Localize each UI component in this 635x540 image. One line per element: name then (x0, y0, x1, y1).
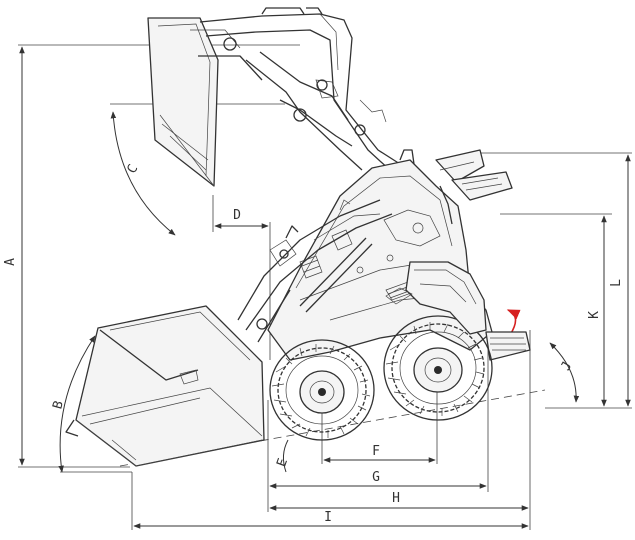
rear-wheel (383, 315, 493, 421)
dim-label-f: F (372, 444, 380, 459)
raised-bucket (147, 17, 263, 187)
dim-j-arc (549, 342, 580, 403)
dim-label-d: D (233, 208, 241, 223)
dim-e-arc (282, 439, 289, 473)
lowered-lift-arm (237, 199, 393, 343)
dim-label-b: B (50, 399, 67, 411)
front-wheel (269, 339, 375, 441)
dim-label-j: J (559, 359, 576, 373)
chassis (267, 149, 531, 361)
dim-label-l: L (609, 279, 624, 287)
extension-lines (18, 44, 632, 530)
dim-c-arc (110, 111, 176, 236)
lowered-bucket (65, 305, 265, 467)
dim-label-a: A (3, 258, 18, 266)
dim-label-i: I (324, 510, 332, 525)
dimension-lines: A B C D E F G H I J K L (3, 46, 631, 529)
dim-b-arc (58, 335, 96, 473)
rear-cover (385, 261, 487, 335)
dim-label-e: E (274, 457, 291, 469)
tilt-arrow-icon (506, 309, 521, 336)
raised-lift-arm (199, 7, 401, 173)
dim-label-h: H (392, 491, 400, 506)
dim-label-k: K (587, 311, 602, 319)
dim-label-g: G (372, 470, 380, 485)
